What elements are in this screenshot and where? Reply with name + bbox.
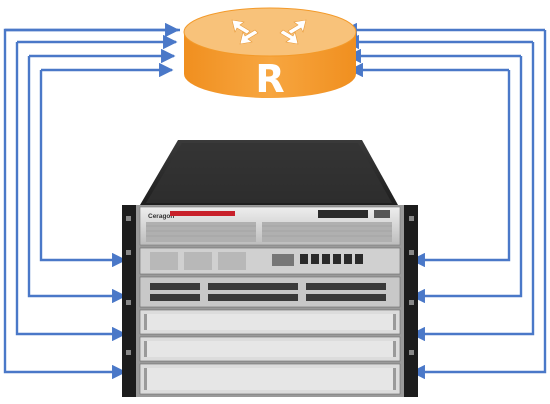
right-line-1 — [410, 30, 547, 380]
router-label: R — [255, 57, 284, 101]
right-line-4 — [410, 70, 511, 268]
left-line-3 — [27, 56, 127, 304]
right-line-2 — [410, 42, 535, 342]
left-line-2 — [15, 42, 127, 342]
left-connector-lines — [3, 22, 180, 380]
right-line-3 — [410, 56, 523, 304]
left-line-4 — [39, 70, 127, 268]
chassis-brand: Ceragon — [148, 213, 174, 220]
router-icon: R — [183, 7, 357, 101]
right-connector-lines — [342, 22, 547, 380]
network-chassis-image: Ceragon — [122, 140, 418, 397]
router-arrows-icon — [231, 19, 307, 45]
